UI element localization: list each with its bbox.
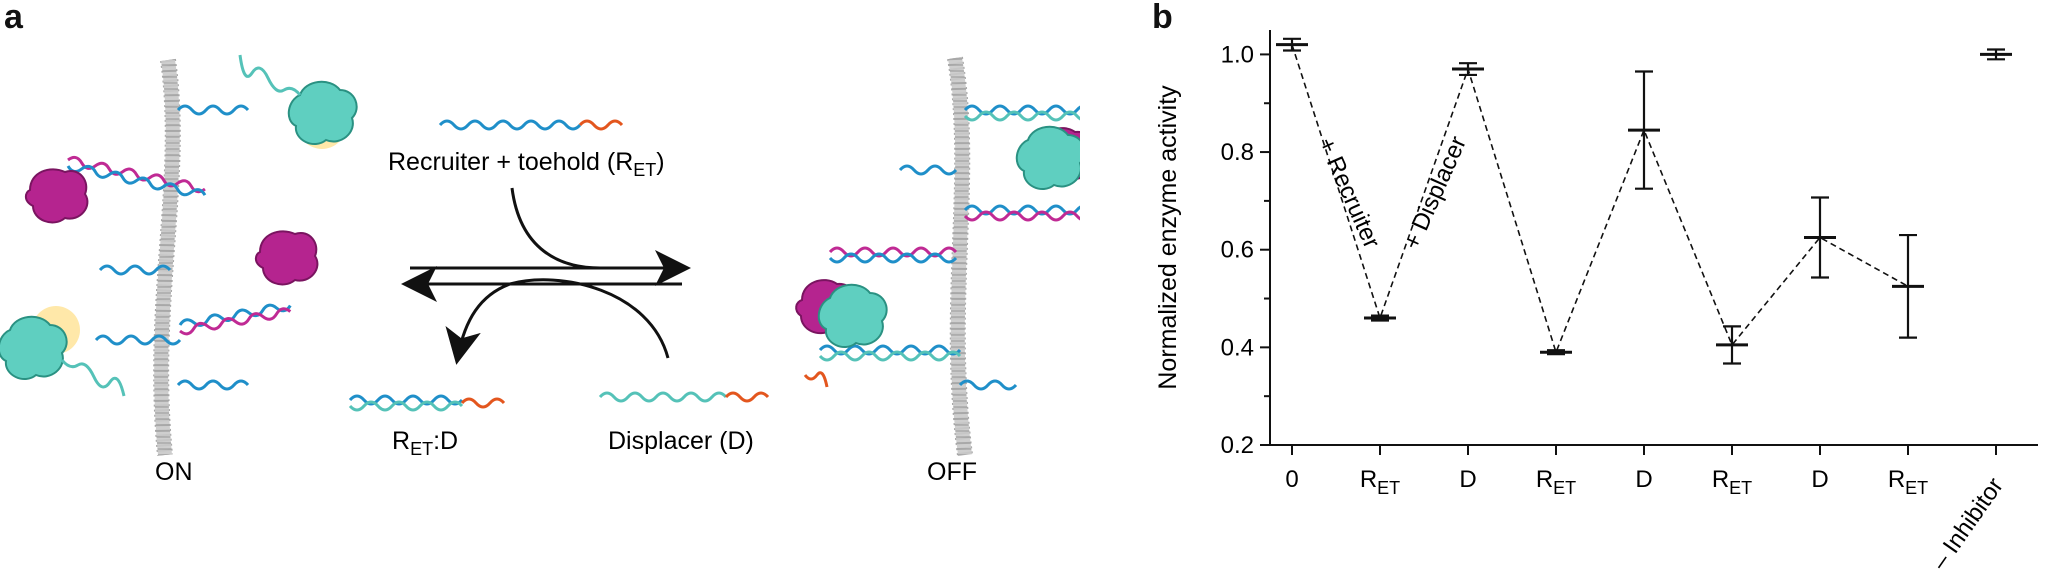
panel-b-letter: b bbox=[1152, 0, 1173, 36]
y-axis-label: Normalized enzyme activity bbox=[1154, 85, 1182, 390]
dna-strand bbox=[94, 334, 182, 346]
y-tick-label: 0.2 bbox=[1221, 432, 1254, 459]
dna-strand bbox=[98, 264, 172, 276]
recruiter-label: Recruiter + toehold (RET) bbox=[388, 148, 665, 180]
displacer-label: Displacer (D) bbox=[608, 427, 754, 455]
x-tick-label: RET bbox=[1536, 466, 1576, 498]
annotation-displacer: + Displacer bbox=[1398, 132, 1472, 253]
dna-strand bbox=[176, 379, 250, 391]
off-label: OFF bbox=[927, 458, 977, 486]
x-tick-label: D bbox=[1459, 466, 1476, 493]
on-label: ON bbox=[155, 458, 193, 486]
inhibitor-protein bbox=[24, 168, 89, 224]
y-tick-label: 1.0 bbox=[1221, 41, 1254, 68]
recruiter-arrow bbox=[510, 187, 601, 270]
recruiter-strand bbox=[438, 119, 582, 131]
enzyme-protein bbox=[287, 80, 358, 145]
series-line bbox=[1291, 44, 1909, 355]
complex-arrow bbox=[445, 278, 670, 365]
enzyme-protein bbox=[0, 315, 68, 380]
annotation-recruiter: + Recruiter bbox=[1313, 134, 1386, 253]
enzyme-protein bbox=[817, 283, 888, 348]
y-tick-label: 0.6 bbox=[1221, 237, 1254, 264]
x-tick-label: RET bbox=[1360, 466, 1400, 498]
x-tick-label: D bbox=[1811, 466, 1828, 493]
inhibitor-protein bbox=[254, 230, 319, 286]
x-tick-label: RET bbox=[1888, 466, 1928, 498]
x-tick-label: RET bbox=[1712, 466, 1752, 498]
dna-strand bbox=[176, 104, 250, 116]
x-tick-label: 0 bbox=[1285, 466, 1298, 493]
complex-label: RET:D bbox=[392, 427, 458, 459]
y-tick-label: 0.4 bbox=[1221, 334, 1254, 361]
displacer-strand bbox=[598, 391, 728, 403]
x-tick-label: – Inhibitor bbox=[1926, 473, 2009, 569]
reaction-schematic: Recruiter + toehold (RET) RET:D Displace… bbox=[0, 54, 1080, 486]
enzyme-protein bbox=[1015, 125, 1080, 190]
panel-a-letter: a bbox=[4, 0, 23, 36]
y-tick-label: 0.8 bbox=[1221, 139, 1254, 166]
x-tick-label: D bbox=[1635, 466, 1652, 493]
